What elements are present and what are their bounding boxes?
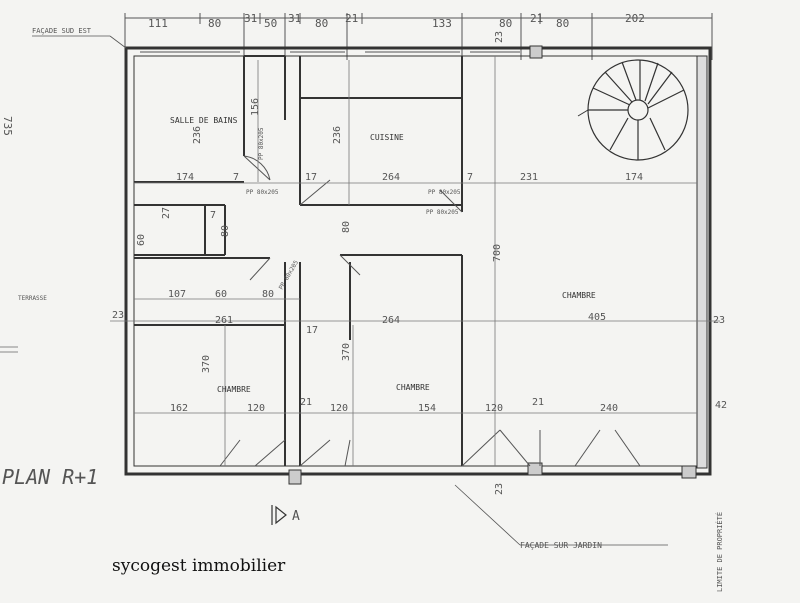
facade-leader [454, 484, 668, 546]
spiral-staircase [577, 59, 689, 161]
top-dim-3: 31 [244, 12, 257, 25]
facade-jardin-label: FAÇADE SUR JARDIN [520, 541, 602, 550]
dim-21a: 21 [300, 397, 312, 408]
door-swings [219, 155, 641, 467]
top-dim-8: 133 [432, 17, 452, 30]
limite-label: LIMITE DE PROPRIÉTÉ [715, 512, 724, 592]
door-note-c: PP 80x205 [426, 209, 459, 216]
dim-80b: 80 [341, 221, 352, 233]
dim-236b: 236 [332, 126, 343, 144]
dim-156: 156 [250, 98, 261, 116]
dim-17b: 17 [306, 325, 318, 336]
dim-21b: 21 [532, 397, 544, 408]
dim-370b: 370 [341, 343, 352, 361]
dim-7c: 7 [210, 210, 216, 221]
top-dim-9: 80 [499, 17, 512, 30]
exterior-walls [124, 45, 712, 485]
top-dimension-labels: 111 80 31 50 31 80 21 133 80 21 80 202 [148, 12, 645, 30]
dim-7a: 7 [233, 172, 239, 183]
section-arrow-a [271, 505, 287, 525]
dim-231: 231 [520, 172, 538, 183]
dim-23a: 23 [112, 310, 124, 321]
dim-120b: 120 [330, 403, 348, 414]
dim-23c: 23 [494, 31, 505, 43]
dim-261: 261 [215, 315, 233, 326]
dim-174a: 174 [176, 172, 194, 183]
room-cuisine: CUISINE [370, 133, 404, 142]
dimension-lines [110, 56, 720, 466]
dimension-labels: 236 156 236 174 7 17 264 7 231 174 27 7 … [112, 31, 727, 495]
dim-107: 107 [168, 289, 186, 300]
door-note-a: PP 80x205 [246, 189, 279, 196]
dim-60a: 60 [136, 234, 147, 246]
room-chambre-right: CHAMBRE [562, 291, 596, 300]
dim-700: 700 [492, 244, 503, 262]
room-labels: SALLE DE BAINS CUISINE CHAMBRE CHAMBRE C… [170, 116, 596, 394]
left-note: TERRASSE [18, 295, 47, 302]
arrow-a-label: A [292, 509, 300, 524]
dim-23d: 23 [494, 483, 505, 495]
dim-80c: 80 [262, 289, 274, 300]
interior-walls [134, 55, 463, 466]
dim-27: 27 [161, 207, 172, 219]
top-dim-10: 21 [530, 12, 543, 25]
annotations: FAÇADE SUD EST 735 TERRASSE PLAN R+1 A F… [1, 27, 724, 592]
room-chambre-left: CHAMBRE [217, 385, 251, 394]
dim-17a: 17 [305, 172, 317, 183]
dim-264a: 264 [382, 172, 400, 183]
brand-watermark: sycogest immobilier [112, 556, 286, 576]
dim-162: 162 [170, 403, 188, 414]
top-dim-11: 80 [556, 17, 569, 30]
dim-60b: 60 [215, 289, 227, 300]
top-dim-5: 31 [288, 12, 301, 25]
dim-240: 240 [600, 403, 618, 414]
dim-405: 405 [588, 312, 606, 323]
top-dimension-line [124, 13, 713, 60]
dim-236a: 236 [192, 126, 203, 144]
door-note-d: PP 80x205 [278, 259, 301, 291]
dim-174b: 174 [625, 172, 643, 183]
dim-80a: 80 [220, 225, 231, 237]
top-dim-12: 202 [625, 12, 645, 25]
dim-120c: 120 [485, 403, 503, 414]
left-735: 735 [1, 116, 14, 136]
top-dim-7: 21 [345, 12, 358, 25]
dim-23b: 23 [713, 315, 725, 326]
top-dim-2: 80 [208, 17, 221, 30]
room-chambre-mid: CHAMBRE [396, 383, 430, 392]
top-dim-6: 80 [315, 17, 328, 30]
dim-264b: 264 [382, 315, 400, 326]
dim-7b: 7 [467, 172, 473, 183]
door-note-e: PP 80x205 [258, 127, 265, 160]
left-marks [0, 346, 18, 353]
dim-370a: 370 [201, 355, 212, 373]
dim-120a: 120 [247, 403, 265, 414]
plan-title: PLAN R+1 [2, 465, 98, 489]
dim-154: 154 [418, 403, 436, 414]
door-notes: PP 80x205 PP 80x205 PP 80x205 PP 80x205 … [246, 127, 461, 291]
door-note-b: PP 80x205 [428, 189, 461, 196]
dim-42: 42 [715, 400, 727, 411]
facade-top-label: FAÇADE SUD EST [32, 27, 92, 35]
top-dim-1: 111 [148, 17, 168, 30]
room-salle-de-bains: SALLE DE BAINS [170, 116, 238, 125]
top-dim-4: 50 [264, 17, 277, 30]
